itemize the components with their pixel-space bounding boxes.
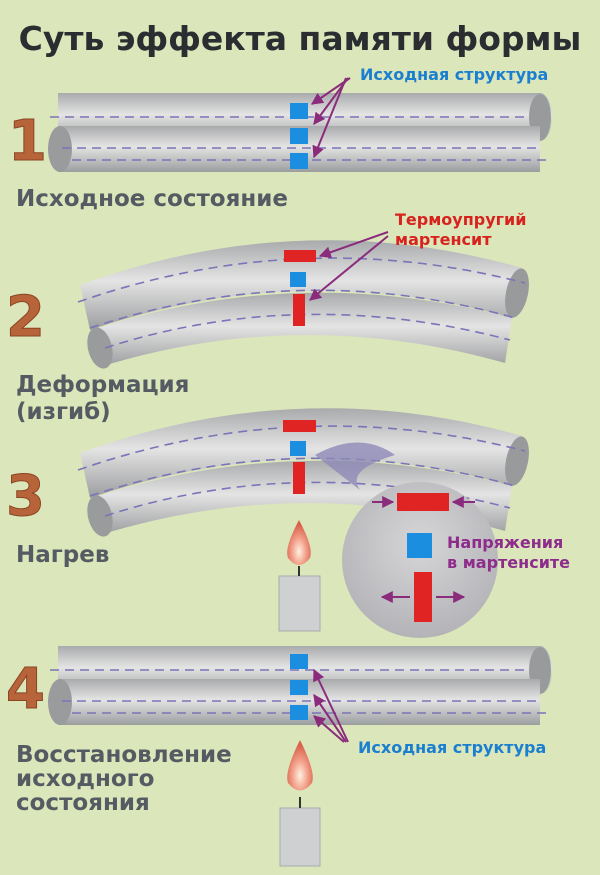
callout-stress: Напряжения: [447, 533, 563, 552]
stage-label: Деформация: [16, 372, 189, 398]
red-cell-vertical: [293, 294, 305, 326]
stage-label: Нагрев: [16, 542, 109, 568]
blue-cell: [290, 128, 308, 144]
callout-martensite: мартенсит: [395, 230, 492, 249]
callout-stress: в мартенсите: [447, 553, 570, 572]
blue-cell-zoom: [407, 533, 432, 558]
stage-label: исходного: [16, 766, 154, 792]
blue-cell: [290, 654, 308, 669]
pointer-arrow: [312, 77, 347, 159]
pointer-arrow: [318, 231, 389, 259]
red-cell-horizontal: [283, 420, 316, 432]
stage-number: 4: [6, 657, 45, 722]
pointer-arrow: [309, 235, 389, 301]
stage-label: Восстановление: [16, 742, 232, 768]
candle-icon: [279, 740, 321, 867]
stage-number: 1: [8, 109, 47, 174]
blue-cell: [290, 441, 306, 456]
stage-number: 2: [6, 285, 45, 350]
red-cell-vertical-zoom: [414, 572, 432, 622]
stage-4: 4 Исходная структура Восстановление исхо…: [6, 645, 553, 867]
pointer-arrow: [313, 694, 347, 743]
stage-2: 2 Термоупругий мартенсит Деформация (изг…: [6, 210, 534, 425]
callout-original-structure: Исходная структура: [360, 65, 548, 84]
page-title: Суть эффекта памяти формы: [19, 19, 582, 58]
stage-label: Исходное состояние: [16, 186, 288, 212]
blue-cell: [290, 705, 308, 720]
pointer-arrow: [313, 715, 345, 743]
red-cell-horizontal: [284, 250, 316, 262]
red-cell-vertical: [293, 462, 305, 494]
stage-number: 3: [6, 464, 45, 529]
candle-icon: [278, 520, 321, 632]
magnify-pointer: [315, 442, 395, 490]
blue-cell: [290, 153, 308, 169]
stage-label: (изгиб): [16, 399, 111, 425]
blue-cell: [290, 103, 308, 119]
blue-cell: [290, 680, 308, 695]
blue-cell: [290, 272, 306, 287]
stage-1: 1 Исходная структура Исходное состояние: [8, 65, 553, 212]
callout-original-structure: Исходная структура: [358, 738, 546, 757]
pointer-arrow: [313, 668, 349, 743]
stage-3: 3 Напряжения в мартенсите Нагрев: [6, 407, 570, 638]
callout-martensite: Термоупругий: [395, 210, 526, 229]
stage-label: состояния: [16, 790, 150, 816]
red-cell-horizontal-zoom: [397, 493, 449, 511]
